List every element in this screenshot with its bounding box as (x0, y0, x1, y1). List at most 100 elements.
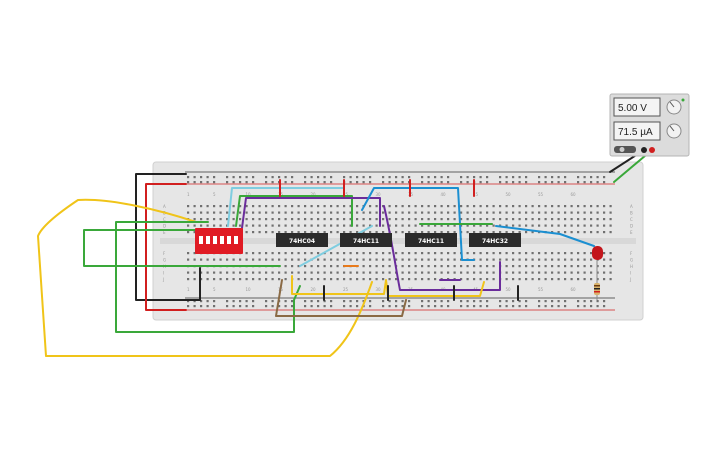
breadboard-hole[interactable] (583, 181, 586, 184)
breadboard-hole[interactable] (440, 211, 443, 214)
dip-toggle[interactable] (199, 236, 203, 244)
breadboard-hole[interactable] (460, 265, 463, 268)
breadboard-hole[interactable] (525, 252, 528, 255)
breadboard-hole[interactable] (226, 271, 229, 274)
breadboard-hole[interactable] (460, 271, 463, 274)
breadboard-hole[interactable] (427, 205, 430, 208)
breadboard-hole[interactable] (187, 176, 190, 179)
breadboard-hole[interactable] (317, 265, 320, 268)
breadboard-hole[interactable] (421, 278, 424, 281)
breadboard-hole[interactable] (362, 224, 365, 227)
breadboard-hole[interactable] (382, 176, 385, 179)
breadboard-hole[interactable] (245, 271, 248, 274)
breadboard-hole[interactable] (473, 271, 476, 274)
breadboard-hole[interactable] (258, 231, 261, 234)
breadboard-hole[interactable] (518, 252, 521, 255)
breadboard-hole[interactable] (427, 278, 430, 281)
breadboard-hole[interactable] (453, 211, 456, 214)
breadboard-hole[interactable] (297, 231, 300, 234)
breadboard-hole[interactable] (245, 278, 248, 281)
breadboard-hole[interactable] (473, 265, 476, 268)
breadboard-hole[interactable] (310, 224, 313, 227)
breadboard-hole[interactable] (460, 218, 463, 221)
breadboard-hole[interactable] (284, 305, 287, 308)
breadboard-hole[interactable] (336, 218, 339, 221)
breadboard-hole[interactable] (193, 278, 196, 281)
breadboard-hole[interactable] (557, 278, 560, 281)
breadboard-hole[interactable] (577, 218, 580, 221)
breadboard-hole[interactable] (414, 271, 417, 274)
breadboard-hole[interactable] (479, 176, 482, 179)
breadboard-hole[interactable] (291, 224, 294, 227)
breadboard-hole[interactable] (239, 300, 242, 303)
breadboard-hole[interactable] (245, 258, 248, 261)
dip-toggle[interactable] (220, 236, 224, 244)
breadboard-hole[interactable] (590, 252, 593, 255)
breadboard-hole[interactable] (440, 205, 443, 208)
breadboard-hole[interactable] (271, 252, 274, 255)
breadboard-hole[interactable] (375, 278, 378, 281)
breadboard-hole[interactable] (486, 224, 489, 227)
breadboard-hole[interactable] (252, 181, 255, 184)
breadboard-hole[interactable] (271, 218, 274, 221)
breadboard-hole[interactable] (492, 211, 495, 214)
breadboard-hole[interactable] (453, 252, 456, 255)
breadboard-hole[interactable] (278, 211, 281, 214)
breadboard-hole[interactable] (434, 211, 437, 214)
breadboard-hole[interactable] (603, 211, 606, 214)
breadboard-hole[interactable] (323, 205, 326, 208)
breadboard-hole[interactable] (284, 205, 287, 208)
breadboard-hole[interactable] (440, 218, 443, 221)
breadboard-hole[interactable] (245, 181, 248, 184)
breadboard-hole[interactable] (239, 258, 242, 261)
breadboard-hole[interactable] (245, 224, 248, 227)
breadboard-hole[interactable] (512, 218, 515, 221)
breadboard-hole[interactable] (518, 181, 521, 184)
breadboard-hole[interactable] (564, 181, 567, 184)
breadboard-hole[interactable] (453, 258, 456, 261)
breadboard-hole[interactable] (330, 224, 333, 227)
breadboard-hole[interactable] (395, 305, 398, 308)
wire-green-left-outer[interactable] (83, 229, 281, 267)
breadboard-hole[interactable] (557, 271, 560, 274)
breadboard-hole[interactable] (603, 224, 606, 227)
breadboard-hole[interactable] (323, 300, 326, 303)
breadboard-hole[interactable] (323, 305, 326, 308)
breadboard-hole[interactable] (518, 305, 521, 308)
breadboard-hole[interactable] (310, 252, 313, 255)
breadboard-hole[interactable] (460, 224, 463, 227)
breadboard-hole[interactable] (252, 176, 255, 179)
breadboard-hole[interactable] (512, 278, 515, 281)
breadboard-hole[interactable] (239, 205, 242, 208)
breadboard-hole[interactable] (518, 231, 521, 234)
breadboard-hole[interactable] (395, 224, 398, 227)
breadboard-hole[interactable] (271, 231, 274, 234)
breadboard-hole[interactable] (544, 305, 547, 308)
breadboard-hole[interactable] (479, 271, 482, 274)
breadboard-hole[interactable] (245, 300, 248, 303)
breadboard-hole[interactable] (291, 300, 294, 303)
breadboard-hole[interactable] (570, 258, 573, 261)
breadboard-hole[interactable] (187, 211, 190, 214)
breadboard-hole[interactable] (583, 218, 586, 221)
breadboard-hole[interactable] (492, 231, 495, 234)
breadboard-hole[interactable] (531, 205, 534, 208)
breadboard-hole[interactable] (609, 278, 612, 281)
breadboard-hole[interactable] (577, 231, 580, 234)
breadboard-hole[interactable] (258, 218, 261, 221)
breadboard-hole[interactable] (304, 205, 307, 208)
breadboard-hole[interactable] (271, 271, 274, 274)
breadboard-hole[interactable] (252, 231, 255, 234)
breadboard-hole[interactable] (512, 271, 515, 274)
breadboard-hole[interactable] (473, 278, 476, 281)
breadboard-hole[interactable] (557, 181, 560, 184)
breadboard-hole[interactable] (291, 231, 294, 234)
breadboard-hole[interactable] (505, 305, 508, 308)
breadboard-hole[interactable] (590, 205, 593, 208)
breadboard-hole[interactable] (206, 205, 209, 208)
breadboard-hole[interactable] (538, 300, 541, 303)
breadboard-hole[interactable] (382, 231, 385, 234)
breadboard-hole[interactable] (408, 205, 411, 208)
breadboard-hole[interactable] (395, 278, 398, 281)
breadboard-hole[interactable] (310, 205, 313, 208)
